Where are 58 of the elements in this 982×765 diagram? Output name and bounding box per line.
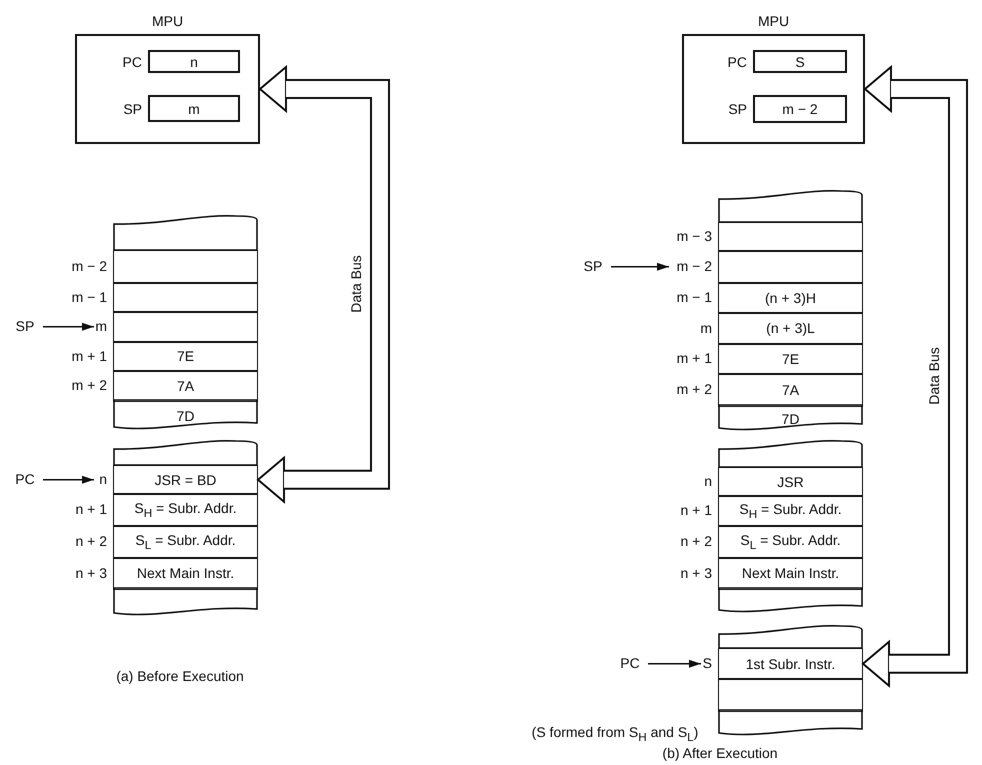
address-label: m + 2: [70, 376, 107, 395]
memory-cell: 7A: [113, 370, 258, 402]
pointer-label: PC: [14, 470, 36, 489]
address-label: m − 3: [676, 227, 712, 246]
memory-cell: 7A: [718, 373, 863, 406]
address-label: m − 2: [70, 257, 107, 276]
memory-cell: S$_{H}$ = Subr. Addr.: [113, 493, 258, 526]
memory-cell: S$_{L}$ = Subr. Addr.: [113, 525, 258, 558]
address-label: n + 2: [74, 532, 107, 551]
pointer-arrow: [43, 322, 94, 331]
register-label: SP: [122, 100, 142, 118]
address-label: m: [94, 317, 107, 336]
memory-cell: 7E: [113, 341, 258, 372]
figure-caption: (a) Before Execution: [115, 668, 245, 684]
memory-cell: (n + 3)H: [718, 282, 863, 314]
pointer-label: SP: [14, 317, 36, 336]
register-box: m: [148, 95, 240, 122]
address-label: n + 3: [74, 564, 107, 582]
pointer-arrow: [648, 660, 701, 668]
address-label: m − 2: [676, 257, 712, 276]
torn-memory-cell: 7D: [718, 405, 863, 433]
memory-cell: 7E: [718, 343, 863, 374]
address-label: m + 2: [676, 380, 712, 399]
unit-heading: MPU: [756, 12, 790, 31]
address-label: m + 1: [70, 346, 107, 366]
memory-cell: JSR = BD: [113, 465, 258, 494]
pointer-label: PC: [619, 654, 641, 673]
address-label: m + 1: [676, 349, 712, 368]
unit-heading: MPU: [150, 12, 184, 31]
address-label: m: [699, 318, 712, 338]
memory-cell: 1st Subr. Instr.: [718, 648, 863, 680]
address-label: S: [702, 654, 712, 673]
address-label: n + 3: [679, 564, 712, 582]
pointer-arrow: [611, 262, 669, 271]
memory-cell: Next Main Instr.: [718, 557, 863, 590]
address-label: m − 1: [70, 288, 107, 306]
register-box: m − 2: [753, 95, 847, 123]
address-label: n + 1: [679, 501, 712, 520]
register-box: n: [148, 50, 240, 73]
memory-cell: S$_{L}$ = Subr. Addr.: [718, 525, 863, 558]
torn-memory-cell: 7D: [113, 400, 258, 432]
address-label: n: [703, 472, 712, 491]
pointer-label: SP: [582, 257, 604, 276]
address-label: n + 2: [679, 532, 712, 551]
memory-cell: (n + 3)L: [718, 312, 863, 344]
address-label: m − 1: [676, 288, 712, 307]
register-label: PC: [122, 52, 142, 72]
memory-cell: S$_{H}$ = Subr. Addr.: [718, 495, 863, 526]
register-label: SP: [727, 100, 747, 119]
address-label: n + 1: [74, 500, 107, 519]
memory-cell: Next Main Instr.: [113, 557, 258, 590]
address-label: n: [98, 470, 107, 489]
pointer-arrow: [43, 476, 94, 484]
register-box: S: [753, 50, 847, 73]
note: (S formed from S$_{H}$ and S$_{L}$): [530, 724, 700, 744]
register-label: PC: [726, 52, 747, 72]
memory-cell: JSR: [718, 467, 863, 496]
figure-caption: (b) After Execution: [661, 745, 779, 761]
